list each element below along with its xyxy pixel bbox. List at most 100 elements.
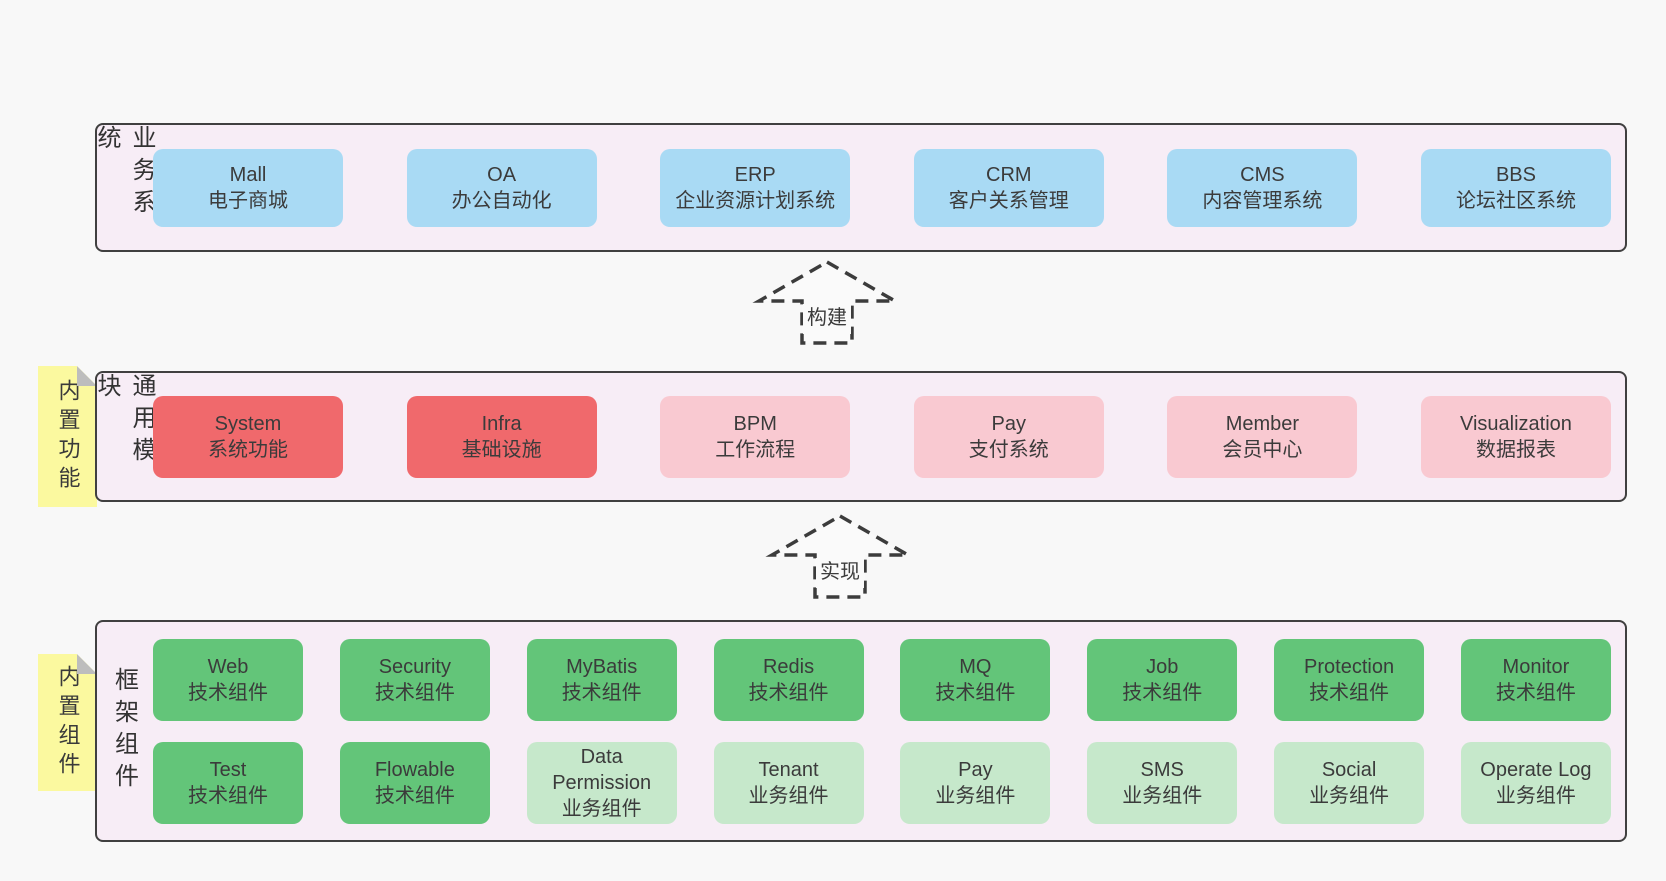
box-infra: Infra 基础设施 [406, 395, 597, 478]
box-subtitle: 技术组件 [188, 784, 268, 807]
box-title: CRM [986, 163, 1032, 186]
box-subtitle: 工作流程 [715, 438, 796, 461]
box-subtitle: 业务组件 [1309, 784, 1390, 807]
box-subtitle: 技术组件 [1122, 681, 1203, 704]
panel-label-framework-components: 框架组件 [97, 622, 151, 840]
box-crm: CRM 客户关系管理 [913, 148, 1104, 227]
arrow-label: 实现 [820, 560, 860, 583]
box-subtitle: 企业资源计划系统 [675, 189, 836, 212]
box-cms: CMS 内容管理系统 [1167, 148, 1358, 227]
box-social: Social 业务组件 [1274, 741, 1425, 824]
box-subtitle: 技术组件 [374, 784, 455, 807]
box-system: System 系统功能 [153, 395, 343, 478]
box-title: Monitor [1502, 655, 1570, 678]
box-member: Member 会员中心 [1167, 395, 1358, 478]
panel-common-modules: 通用模块 System 系统功能 Infra 基础设施 BPM 工作流程 Pay… [93, 371, 1627, 502]
box-subtitle: 技术组件 [748, 681, 829, 704]
box-subtitle: 支付系统 [968, 438, 1049, 461]
sticky-tag-built-in-features: 内置功能 [38, 366, 97, 507]
box-bbs: BBS 论坛社区系统 [1420, 148, 1611, 227]
box-oa: OA 办公自动化 [406, 148, 597, 227]
box-title: CMS [1240, 163, 1285, 186]
box-mq: MQ 技术组件 [900, 638, 1051, 721]
box-subtitle: 内容管理系统 [1202, 189, 1323, 212]
box-subtitle: 客户关系管理 [948, 189, 1069, 212]
panel-framework-components: 框架组件 Web 技术组件 Security 技术组件 MyBatis 技术组件… [95, 620, 1627, 842]
tech-components-row: Web 技术组件 Security 技术组件 MyBatis 技术组件 Redi… [153, 638, 1611, 721]
panel-label-business-systems: 业务系统 [93, 125, 155, 250]
box-title: Web [207, 655, 249, 678]
box-protection: Protection 技术组件 [1274, 638, 1425, 721]
box-subtitle: 技术组件 [1309, 681, 1390, 704]
box-test: Test 技术组件 [153, 741, 303, 824]
box-pay-business: Pay 业务组件 [900, 741, 1051, 824]
box-title: Mall [229, 163, 267, 186]
box-title: Visualization [1460, 412, 1572, 435]
box-title: Redis [762, 655, 815, 678]
arrow-label: 构建 [807, 306, 847, 329]
box-operate-log: Operate Log 业务组件 [1460, 741, 1611, 824]
panel-label-text: 通用模块 [93, 373, 155, 469]
box-subtitle: 电子商城 [208, 189, 288, 212]
box-pay: Pay 支付系统 [913, 395, 1104, 478]
box-title: Infra [481, 412, 522, 435]
box-subtitle: 业务组件 [561, 797, 642, 820]
box-title: MQ [959, 655, 992, 678]
box-title: Protection [1304, 655, 1395, 678]
box-subtitle: 会员中心 [1222, 438, 1303, 461]
box-title: Social [1321, 758, 1377, 781]
box-subtitle: 办公自动化 [451, 189, 552, 212]
panel-label-text: 业务系统 [93, 125, 155, 221]
framework-components-grid: Web 技术组件 Security 技术组件 MyBatis 技术组件 Redi… [153, 622, 1611, 840]
box-mybatis: MyBatis 技术组件 [526, 638, 677, 721]
panel-label-text: 框架组件 [110, 667, 138, 795]
box-title: Member [1225, 412, 1300, 435]
box-title: Pay [958, 758, 993, 781]
box-subtitle: 论坛社区系统 [1455, 189, 1576, 212]
box-title: Flowable [374, 758, 455, 781]
box-title: System [214, 412, 282, 435]
box-subtitle: 技术组件 [935, 681, 1016, 704]
box-tenant: Tenant 业务组件 [713, 741, 864, 824]
sticky-tag-label: 内置功能 [55, 378, 81, 495]
box-monitor: Monitor 技术组件 [1460, 638, 1611, 721]
box-web: Web 技术组件 [153, 638, 303, 721]
box-title: MyBatis [566, 655, 638, 678]
sticky-tag-label: 内置组件 [55, 664, 81, 781]
box-title: Security [378, 655, 451, 678]
box-subtitle: 技术组件 [374, 681, 455, 704]
box-title: BPM [733, 412, 777, 435]
box-title: SMS [1140, 758, 1184, 781]
box-title: Tenant [758, 758, 819, 781]
box-redis: Redis 技术组件 [713, 638, 864, 721]
build-arrow-icon: 构建 [752, 259, 902, 345]
panel-business-systems: 业务系统 Mall 电子商城 OA 办公自动化 ERP 企业资源计划系统 CRM… [93, 123, 1627, 252]
box-subtitle: 数据报表 [1475, 438, 1556, 461]
box-title: Data Permission [552, 745, 652, 794]
box-title: Operate Log [1480, 758, 1592, 781]
box-subtitle: 系统功能 [208, 438, 288, 461]
box-subtitle: 技术组件 [1495, 681, 1576, 704]
box-title: BBS [1495, 163, 1536, 186]
box-subtitle: 技术组件 [188, 681, 268, 704]
box-flowable: Flowable 技术组件 [339, 741, 490, 824]
business-components-row: Test 技术组件 Flowable 技术组件 Data Permission … [153, 741, 1611, 824]
box-data-permission: Data Permission 业务组件 [526, 741, 677, 824]
box-visualization: Visualization 数据报表 [1420, 395, 1611, 478]
box-subtitle: 业务组件 [1122, 784, 1203, 807]
box-security: Security 技术组件 [339, 638, 490, 721]
box-title: Pay [991, 412, 1027, 435]
box-subtitle: 业务组件 [1495, 784, 1576, 807]
box-subtitle: 业务组件 [748, 784, 829, 807]
box-job: Job 技术组件 [1087, 638, 1238, 721]
box-title: Test [209, 758, 247, 781]
box-subtitle: 基础设施 [461, 438, 542, 461]
box-subtitle: 业务组件 [935, 784, 1016, 807]
box-erp: ERP 企业资源计划系统 [660, 148, 851, 227]
box-sms: SMS 业务组件 [1087, 741, 1238, 824]
box-mall: Mall 电子商城 [153, 148, 343, 227]
box-subtitle: 技术组件 [561, 681, 642, 704]
box-title: OA [487, 163, 517, 186]
implement-arrow-icon: 实现 [765, 513, 915, 599]
